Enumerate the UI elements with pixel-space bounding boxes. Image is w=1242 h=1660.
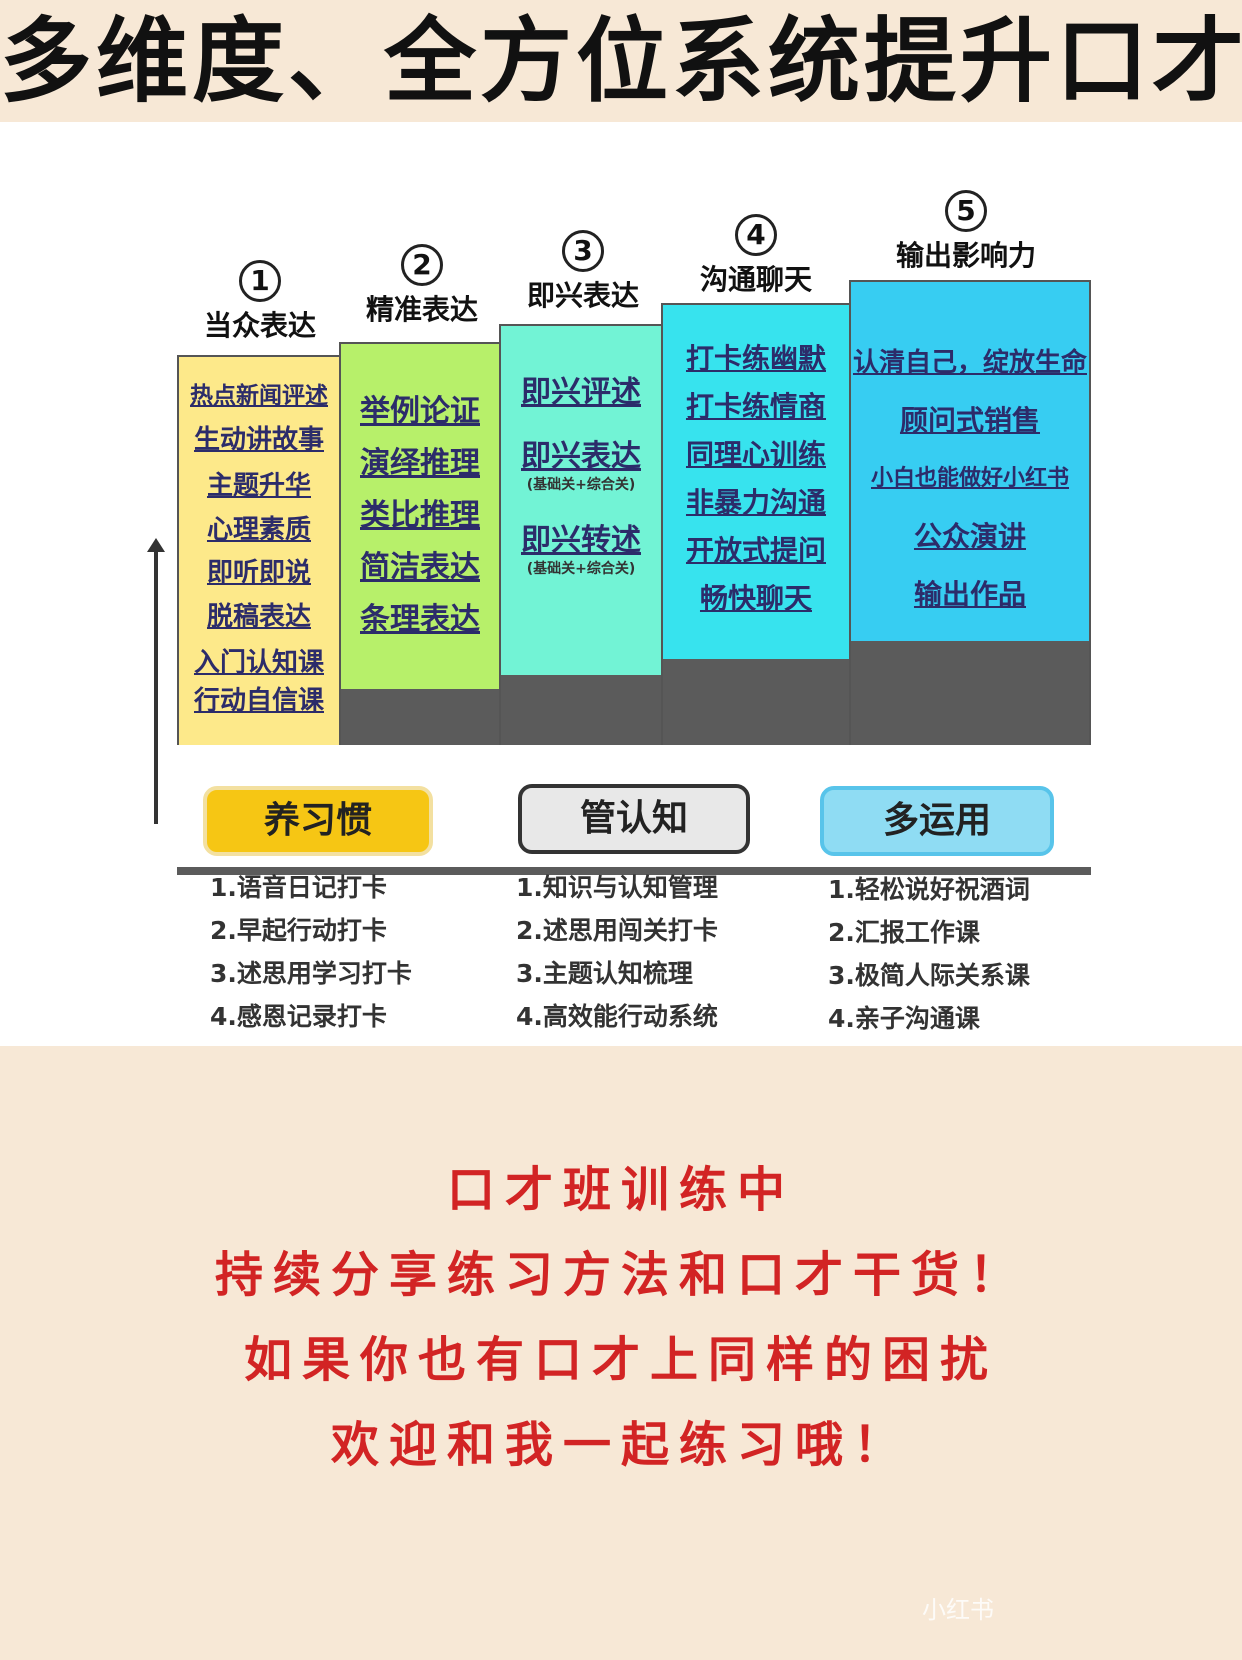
step-1-block: 热点新闻评述 生动讲故事 主题升华 心理素质 即听即说 脱稿表达 入门认知课 行…	[177, 355, 341, 745]
list-item: 举例论证	[360, 394, 480, 429]
step-number: 4	[735, 214, 777, 256]
list-item: 生动讲故事	[193, 425, 324, 455]
message-line-1: 口才班训练中	[446, 1162, 795, 1218]
step-number: 1	[239, 260, 281, 302]
step-5-block: 认清自己，绽放生命 顾问式销售 小白也能做好小红书 公众演讲 输出作品	[849, 280, 1091, 745]
list-item: 2.述思用闯关打卡	[516, 916, 718, 945]
group-list-cognition: 1.知识与认知管理 2.述思用闯关打卡 3.主题认知梳理 4.高效能行动系统	[516, 866, 718, 1038]
group-list-apply: 1.轻松说好祝酒词 2.汇报工作课 3.极简人际关系课 4.亲子沟通课	[828, 868, 1030, 1040]
list-item: 即兴转述	[521, 523, 641, 558]
list-item: 3.述思用学习打卡	[210, 959, 412, 988]
step-base	[341, 689, 499, 745]
list-item: 打卡练幽默	[685, 342, 826, 375]
list-item: 4.高效能行动系统	[516, 1002, 718, 1031]
list-item-note: (基础关+综合关)	[526, 477, 636, 493]
list-item: 2.汇报工作课	[828, 918, 980, 947]
page-title: 多维度、全方位系统提升口才	[0, 8, 1242, 115]
list-item: 入门认知课	[193, 648, 324, 678]
up-arrow-icon	[147, 538, 165, 824]
list-item: 即兴表达	[521, 439, 641, 474]
message-line-3: 如果你也有口才上同样的困扰	[243, 1332, 998, 1388]
step-title: 输出影响力	[895, 239, 1036, 272]
list-item: 非暴力沟通	[685, 486, 826, 519]
list-item: 同理心训练	[685, 438, 826, 471]
list-item: 公众演讲	[913, 520, 1026, 553]
group-label-habit: 养习惯	[203, 786, 433, 856]
list-item: 类比推理	[360, 498, 480, 533]
step-base	[501, 675, 661, 745]
message-line-4: 欢迎和我一起练习哦！	[330, 1417, 911, 1473]
list-item: 畅快聊天	[699, 582, 812, 615]
step-number: 3	[562, 230, 604, 272]
watermark: 小红书	[922, 1596, 994, 1624]
list-item: 即听即说	[206, 558, 311, 588]
list-item: 打卡练情商	[685, 390, 826, 423]
group-label-cognition: 管认知	[518, 784, 750, 854]
list-item: 顾问式销售	[899, 404, 1040, 437]
list-item: 条理表达	[360, 602, 480, 637]
step-title: 当众表达	[203, 309, 316, 342]
step-3-block: 即兴评述 即兴表达 (基础关+综合关) 即兴转述 (基础关+综合关)	[499, 324, 663, 745]
list-item: 脱稿表达	[206, 602, 311, 632]
step-3-header: 3 即兴表达	[483, 230, 683, 314]
list-item: 演绎推理	[360, 446, 480, 481]
list-item: 认清自己，绽放生命	[852, 348, 1087, 378]
step-4-block: 打卡练幽默 打卡练情商 同理心训练 非暴力沟通 开放式提问 畅快聊天	[661, 303, 851, 745]
list-item: 小白也能做好小红书	[870, 466, 1069, 491]
step-title: 即兴表达	[526, 279, 639, 312]
group-label-apply: 多运用	[820, 786, 1054, 856]
list-item: 主题升华	[206, 471, 311, 501]
step-base	[851, 641, 1089, 745]
list-item: 行动自信课	[193, 686, 324, 716]
list-item: 3.极简人际关系课	[828, 961, 1030, 990]
list-item: 热点新闻评述	[190, 383, 328, 409]
list-item: 1.轻松说好祝酒词	[828, 875, 1030, 904]
message-line-2: 持续分享练习方法和口才干货！	[214, 1247, 1027, 1303]
group-list-habit: 1.语音日记打卡 2.早起行动打卡 3.述思用学习打卡 4.感恩记录打卡	[210, 866, 412, 1038]
list-item: 即兴评述	[521, 375, 641, 410]
step-5-header: 5 输出影响力	[866, 190, 1066, 274]
list-item: 输出作品	[913, 578, 1026, 611]
step-4-header: 4 沟通聊天	[656, 214, 856, 298]
list-item: 简洁表达	[360, 550, 480, 585]
step-1-header: 1 当众表达	[160, 260, 360, 344]
step-base	[663, 659, 849, 745]
step-number: 5	[945, 190, 987, 232]
list-item: 1.语音日记打卡	[210, 873, 387, 902]
step-title: 精准表达	[365, 293, 478, 326]
list-item: 心理素质	[206, 515, 311, 545]
list-item: 4.亲子沟通课	[828, 1004, 980, 1033]
list-item: 开放式提问	[685, 534, 826, 567]
step-number: 2	[401, 244, 443, 286]
title-bar: 多维度、全方位系统提升口才	[0, 0, 1242, 122]
list-item: 3.主题认知梳理	[516, 959, 693, 988]
diagram-panel: 1 当众表达 2 精准表达 3 即兴表达 4 沟通聊天 5 输出影响力 热点新闻…	[0, 122, 1242, 1046]
list-item-note: (基础关+综合关)	[526, 561, 636, 577]
step-title: 沟通聊天	[699, 263, 812, 296]
step-ground	[177, 867, 1091, 875]
step-2-header: 2 精准表达	[322, 244, 522, 328]
step-2-block: 举例论证 演绎推理 类比推理 简洁表达 条理表达	[339, 342, 501, 745]
list-item: 4.感恩记录打卡	[210, 1002, 387, 1031]
list-item: 2.早起行动打卡	[210, 916, 387, 945]
list-item: 1.知识与认知管理	[516, 873, 718, 902]
